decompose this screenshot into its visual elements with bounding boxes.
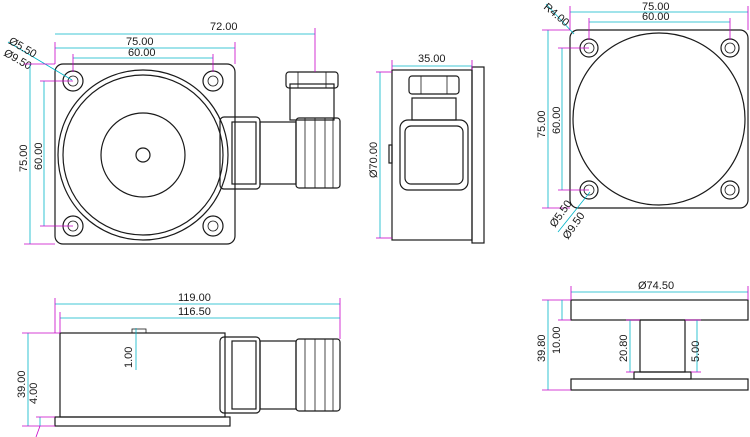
- dim-35: 35.00: [418, 53, 446, 65]
- side-connector-outer: [399, 119, 469, 191]
- armature-base: [570, 378, 749, 391]
- armature-dimensions: Ø74.50 39.80 10.00 20.80 5.00: [536, 280, 749, 391]
- dim-75-left: 75.00: [18, 144, 30, 172]
- front-core: [100, 112, 186, 198]
- dim-d70: Ø70.00: [368, 142, 380, 178]
- dim-d745: Ø74.50: [638, 280, 674, 292]
- bottom-dimensions: 119.00 116.50 1.00 39.00 4.00: [16, 292, 341, 437]
- dim-60-top: 60.00: [128, 47, 156, 59]
- dim-119: 119.00: [178, 292, 211, 304]
- dim-75-rear-left: 75.00: [536, 110, 548, 138]
- front-dimensions: 72.00 75.00 60.00 Ø5.50 Ø9.50 75.00 60.0…: [2, 21, 316, 245]
- dim-60-rear-left: 60.00: [551, 106, 563, 134]
- dim-208: 20.80: [618, 334, 630, 362]
- dim-72: 72.00: [210, 21, 238, 33]
- side-nut: [408, 75, 460, 95]
- side-view: 35.00 Ø70.00: [368, 53, 485, 244]
- rear-holes: [579, 38, 740, 200]
- side-tab: [388, 144, 393, 164]
- armature-view: Ø74.50 39.80 10.00 20.80 5.00: [536, 280, 749, 391]
- dim-10: 10.00: [551, 326, 563, 354]
- rear-view: R4.00 75.00 60.00 75.00 60.00 Ø5.50 Ø9.5…: [536, 1, 749, 242]
- dim-4: 4.00: [28, 383, 40, 404]
- front-flange: [54, 63, 236, 245]
- bottom-body: [59, 332, 226, 418]
- rear-dimensions: R4.00 75.00 60.00 75.00 60.00 Ø5.50 Ø9.5…: [536, 1, 749, 242]
- bottom-tab: [131, 328, 147, 334]
- dim-116: 116.50: [178, 306, 211, 318]
- front-body-outer: [57, 69, 229, 241]
- front-connector: [219, 71, 341, 190]
- front-body-inner: [62, 74, 224, 236]
- side-gland: [411, 97, 457, 121]
- dim-60-left: 60.00: [33, 142, 45, 170]
- side-body: [391, 69, 473, 241]
- front-view: 72.00 75.00 60.00 Ø5.50 Ø9.50 75.00 60.0…: [2, 21, 341, 245]
- side-dimensions: 35.00 Ø70.00: [368, 53, 473, 239]
- dim-75-top: 75.00: [126, 36, 154, 48]
- rear-flange: [569, 29, 749, 209]
- front-holes: [62, 70, 224, 237]
- side-connector-inner: [404, 125, 464, 185]
- armature-collar: [633, 371, 692, 380]
- front-center-hole: [135, 147, 151, 163]
- armature-stem: [639, 319, 686, 373]
- bottom-connector: [219, 336, 341, 414]
- dim-75-rear-top: 75.00: [642, 1, 670, 13]
- dim-398: 39.80: [536, 334, 548, 362]
- dim-1: 1.00: [123, 347, 135, 368]
- dim-5: 5.00: [690, 341, 702, 362]
- dim-r4: R4.00: [541, 1, 571, 29]
- bottom-view: 119.00 116.50 1.00 39.00 4.00: [16, 292, 341, 437]
- dim-39: 39.00: [16, 370, 28, 398]
- dim-60-rear-top: 60.00: [642, 11, 670, 23]
- rear-disc: [572, 32, 746, 206]
- side-flange: [471, 66, 485, 244]
- bottom-flange: [54, 416, 231, 427]
- armature-plate: [570, 299, 749, 321]
